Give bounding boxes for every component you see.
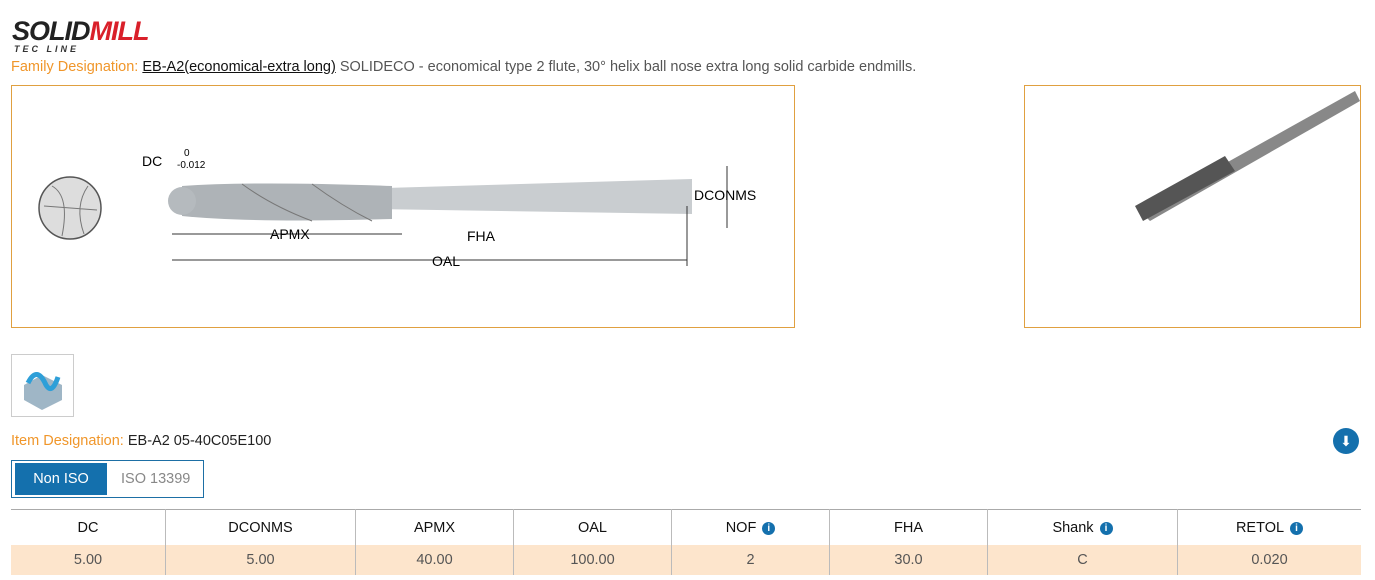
product-photo — [1024, 85, 1361, 328]
tol-upper: 0 — [184, 148, 190, 159]
cell-apmx: 40.00 — [355, 545, 514, 575]
endmill-photo — [1135, 91, 1360, 221]
header-oal: OAL — [513, 509, 672, 545]
cell-dconms: 5.00 — [165, 545, 356, 575]
info-icon[interactable]: i — [762, 521, 776, 535]
dconms-label: DCONMS — [694, 187, 756, 203]
application-icon[interactable] — [11, 354, 74, 417]
family-link[interactable]: EB-A2(economical-extra long) — [142, 59, 336, 75]
info-icon[interactable]: i — [1099, 521, 1113, 535]
cell-retol: 0.020 — [1177, 545, 1361, 575]
solidmill-logo: SOLIDMILL TEC LINE — [12, 16, 149, 54]
cell-nof: 2 — [671, 545, 830, 575]
cell-fha: 30.0 — [829, 545, 988, 575]
item-designation: Item Designation: EB-A2 05-40C05E100 — [11, 433, 272, 449]
standard-toggle: Non ISO ISO 13399 — [11, 460, 204, 498]
technical-drawing: DC 0 -0.012 DCONMS APMX FHA OAL — [11, 85, 795, 328]
table-row: 5.00 5.00 40.00 100.00 2 30.0 C 0.020 — [11, 545, 1361, 575]
header-dc: DC — [11, 509, 166, 545]
fha-label: FHA — [467, 228, 496, 244]
cell-oal: 100.00 — [513, 545, 672, 575]
endmill-diagram: DC 0 -0.012 DCONMS APMX FHA OAL — [38, 148, 756, 269]
family-designation: Family Designation: EB-A2(economical-ext… — [11, 59, 917, 75]
download-icon[interactable]: ⬇ — [1333, 428, 1359, 454]
info-icon[interactable]: i — [1290, 521, 1304, 535]
cell-dc: 5.00 — [11, 545, 166, 575]
oal-label: OAL — [432, 253, 460, 269]
apmx-label: APMX — [270, 226, 310, 242]
header-dconms: DCONMS — [165, 509, 356, 545]
cell-shank: C — [987, 545, 1178, 575]
header-apmx: APMX — [355, 509, 514, 545]
tol-lower: -0.012 — [177, 160, 206, 171]
tab-iso-13399[interactable]: ISO 13399 — [121, 471, 191, 487]
header-fha: FHA — [829, 509, 988, 545]
tab-non-iso[interactable]: Non ISO — [15, 463, 107, 495]
dc-label: DC — [142, 153, 162, 169]
